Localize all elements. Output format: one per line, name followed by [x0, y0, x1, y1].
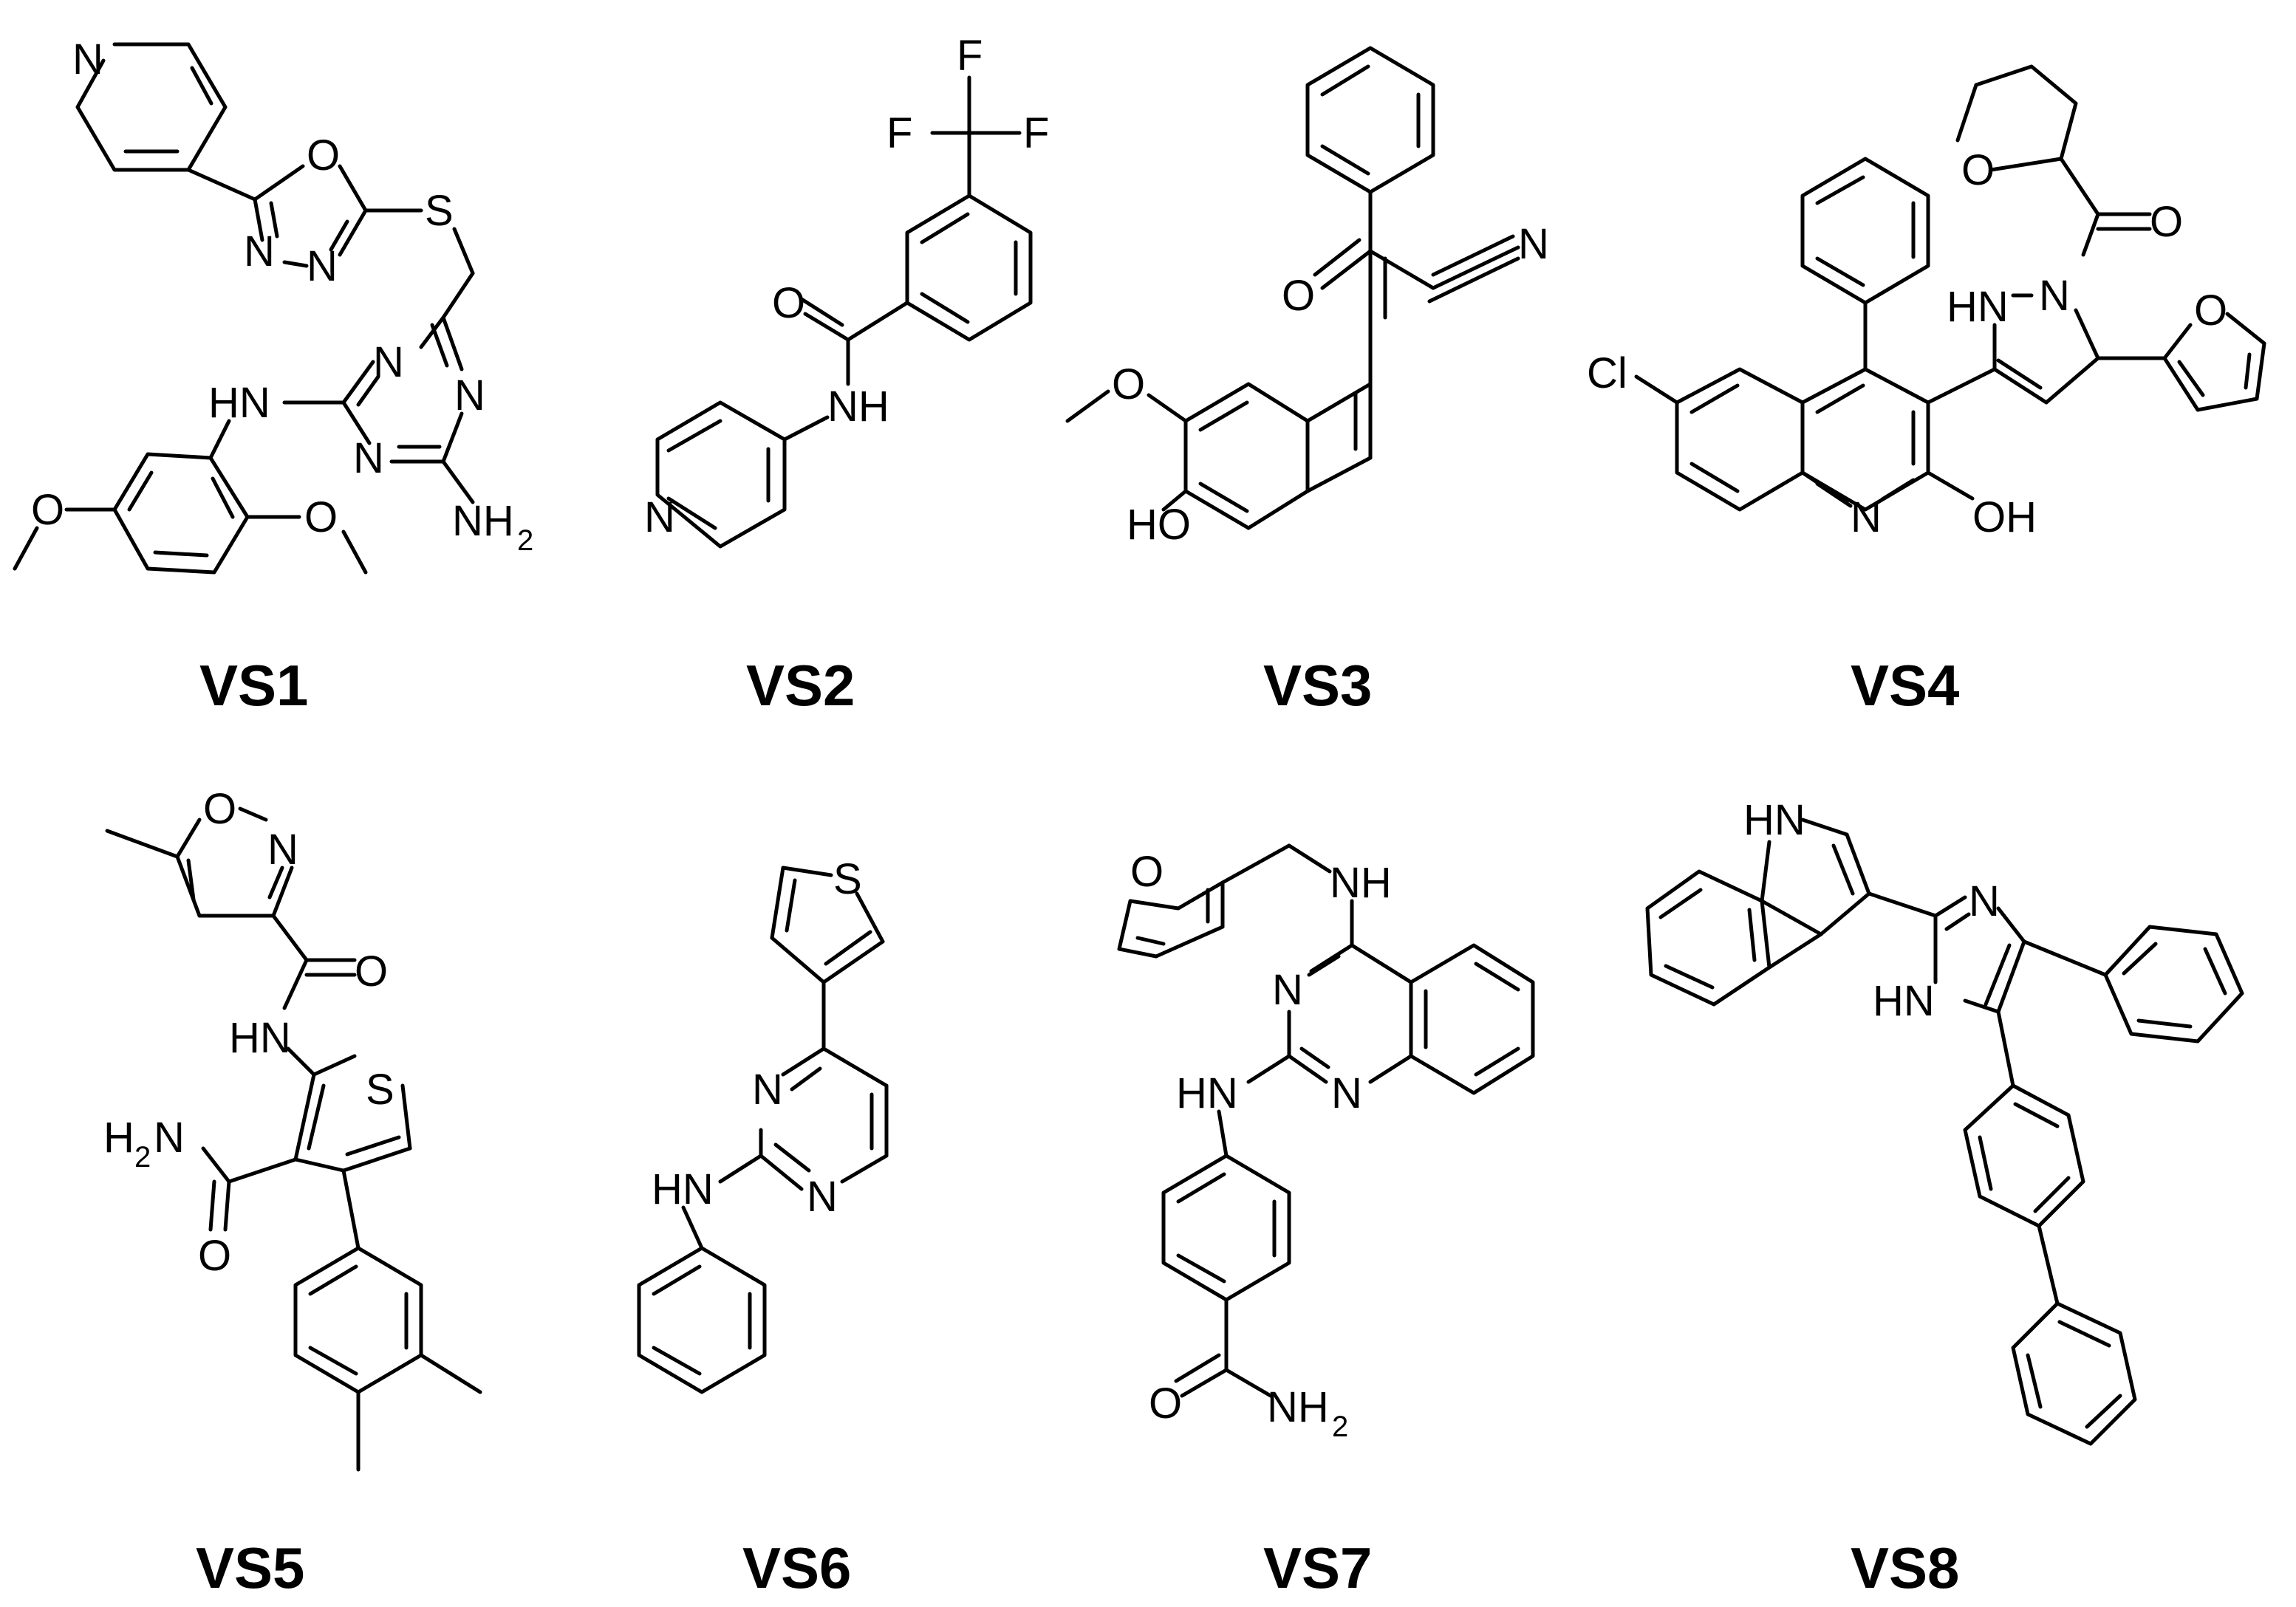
compound-label-vs3: VS3 — [1263, 653, 1372, 718]
vs5-atom-o-amide: O — [355, 948, 388, 996]
vs5-atom-h2n-subscript: 2 — [134, 1141, 151, 1173]
structure-vs5: O N O HN S H 2 N O — [103, 785, 482, 1472]
compound-label-vs8: VS8 — [1851, 1535, 1959, 1600]
vs5-atom-h2n-n: N — [154, 1114, 185, 1162]
vs2-atom-f2: F — [886, 109, 912, 157]
vs6-atom-s: S — [833, 855, 862, 903]
vs2-atom-f1: F — [957, 32, 983, 80]
vs1-atom-nh2: NH — [452, 497, 514, 545]
vs1-atom-hn: HN — [208, 379, 270, 427]
vs2-atom-o: O — [772, 279, 805, 327]
vs4-atom-o-co: O — [2150, 198, 2183, 246]
compound-label-vs2: VS2 — [746, 653, 855, 718]
vs7-atom-nh2-subscript: 2 — [1332, 1411, 1348, 1443]
vs5-atom-h2n-h: H — [103, 1114, 134, 1162]
vs6-atom-hn: HN — [652, 1165, 714, 1213]
vs7-atom-hn: HN — [1176, 1069, 1238, 1117]
compound-label-vs5: VS5 — [196, 1535, 304, 1600]
vs5-atom-hn: HN — [229, 1014, 291, 1062]
vs4-atom-o-fur: O — [2194, 287, 2227, 335]
vs7-atom-n2: N — [1331, 1069, 1362, 1117]
vs7-atom-n1: N — [1272, 966, 1303, 1014]
vs5-atom-o2: O — [198, 1232, 231, 1280]
structure-vs6: S N N HN — [637, 855, 889, 1394]
structure-vs7: O NH N N HN O NH 2 — [1117, 843, 1535, 1443]
vs3-atom-o: O — [1282, 272, 1315, 320]
structure-vs3: O N O HO — [1065, 46, 1549, 549]
vs1-atom-n2: N — [307, 242, 338, 290]
vs7-atom-o-fur: O — [1130, 848, 1164, 896]
vs7-atom-nh2: NH — [1267, 1383, 1329, 1431]
vs7-atom-o: O — [1149, 1380, 1182, 1428]
vs7-atom-nh: NH — [1330, 859, 1392, 907]
vs8-atom-n-imidazole: N — [1969, 877, 2000, 925]
vs4-atom-cl: Cl — [1587, 349, 1627, 397]
structure-vs2: F F F O NH N — [644, 32, 1049, 549]
compound-label-vs1: VS1 — [199, 653, 308, 718]
structure-vs1: N O N N S N N N HN NH 2 O O — [13, 35, 533, 575]
vs4-atom-oh: OH — [1972, 493, 2037, 541]
vs4-atom-n2: N — [2039, 272, 2070, 320]
vs1-atom-o-ring: O — [307, 131, 340, 179]
compound-label-vs7: VS7 — [1263, 1535, 1372, 1600]
vs2-atom-n-pyr: N — [644, 493, 675, 541]
vs8-atom-hn-imidazole: HN — [1873, 977, 1935, 1025]
vs1-atom-n-b: N — [454, 371, 485, 419]
vs5-atom-o-iso: O — [203, 785, 236, 833]
vs3-atom-ho: HO — [1127, 501, 1191, 549]
vs4-atom-hn: HN — [1947, 283, 2009, 331]
structure-vs8: HN N HN — [1645, 796, 2244, 1446]
vs1-atom-o2: O — [304, 493, 338, 541]
vs3-atom-cn-n: N — [1518, 220, 1549, 268]
vs6-atom-n2: N — [807, 1173, 838, 1221]
vs3-atom-ome-o: O — [1112, 360, 1145, 408]
vs4-atom-n-quin: N — [1851, 493, 1882, 541]
vs6-atom-n1: N — [752, 1066, 783, 1114]
vs1-atom-n1: N — [244, 227, 275, 275]
vs1-atom-n-c: N — [353, 434, 384, 482]
compound-label-vs6: VS6 — [742, 1535, 851, 1600]
vs8-atom-hn-indole: HN — [1743, 796, 1805, 844]
vs1-atom-n-pyr: N — [72, 35, 103, 83]
vs5-atom-s: S — [366, 1066, 394, 1114]
compound-label-vs4: VS4 — [1851, 653, 1959, 718]
vs4-atom-o-thf: O — [1961, 146, 1995, 194]
vs1-atom-nh2-subscript: 2 — [517, 524, 533, 557]
vs5-atom-n-iso: N — [267, 826, 298, 874]
vs2-atom-f3: F — [1023, 109, 1049, 157]
vs1-atom-s: S — [425, 187, 454, 235]
vs1-atom-n-a: N — [373, 338, 404, 386]
vs1-atom-o1: O — [31, 486, 64, 534]
vs2-atom-nh: NH — [827, 383, 889, 431]
structure-vs4: O O HN N O Cl N OH — [1587, 64, 2266, 541]
